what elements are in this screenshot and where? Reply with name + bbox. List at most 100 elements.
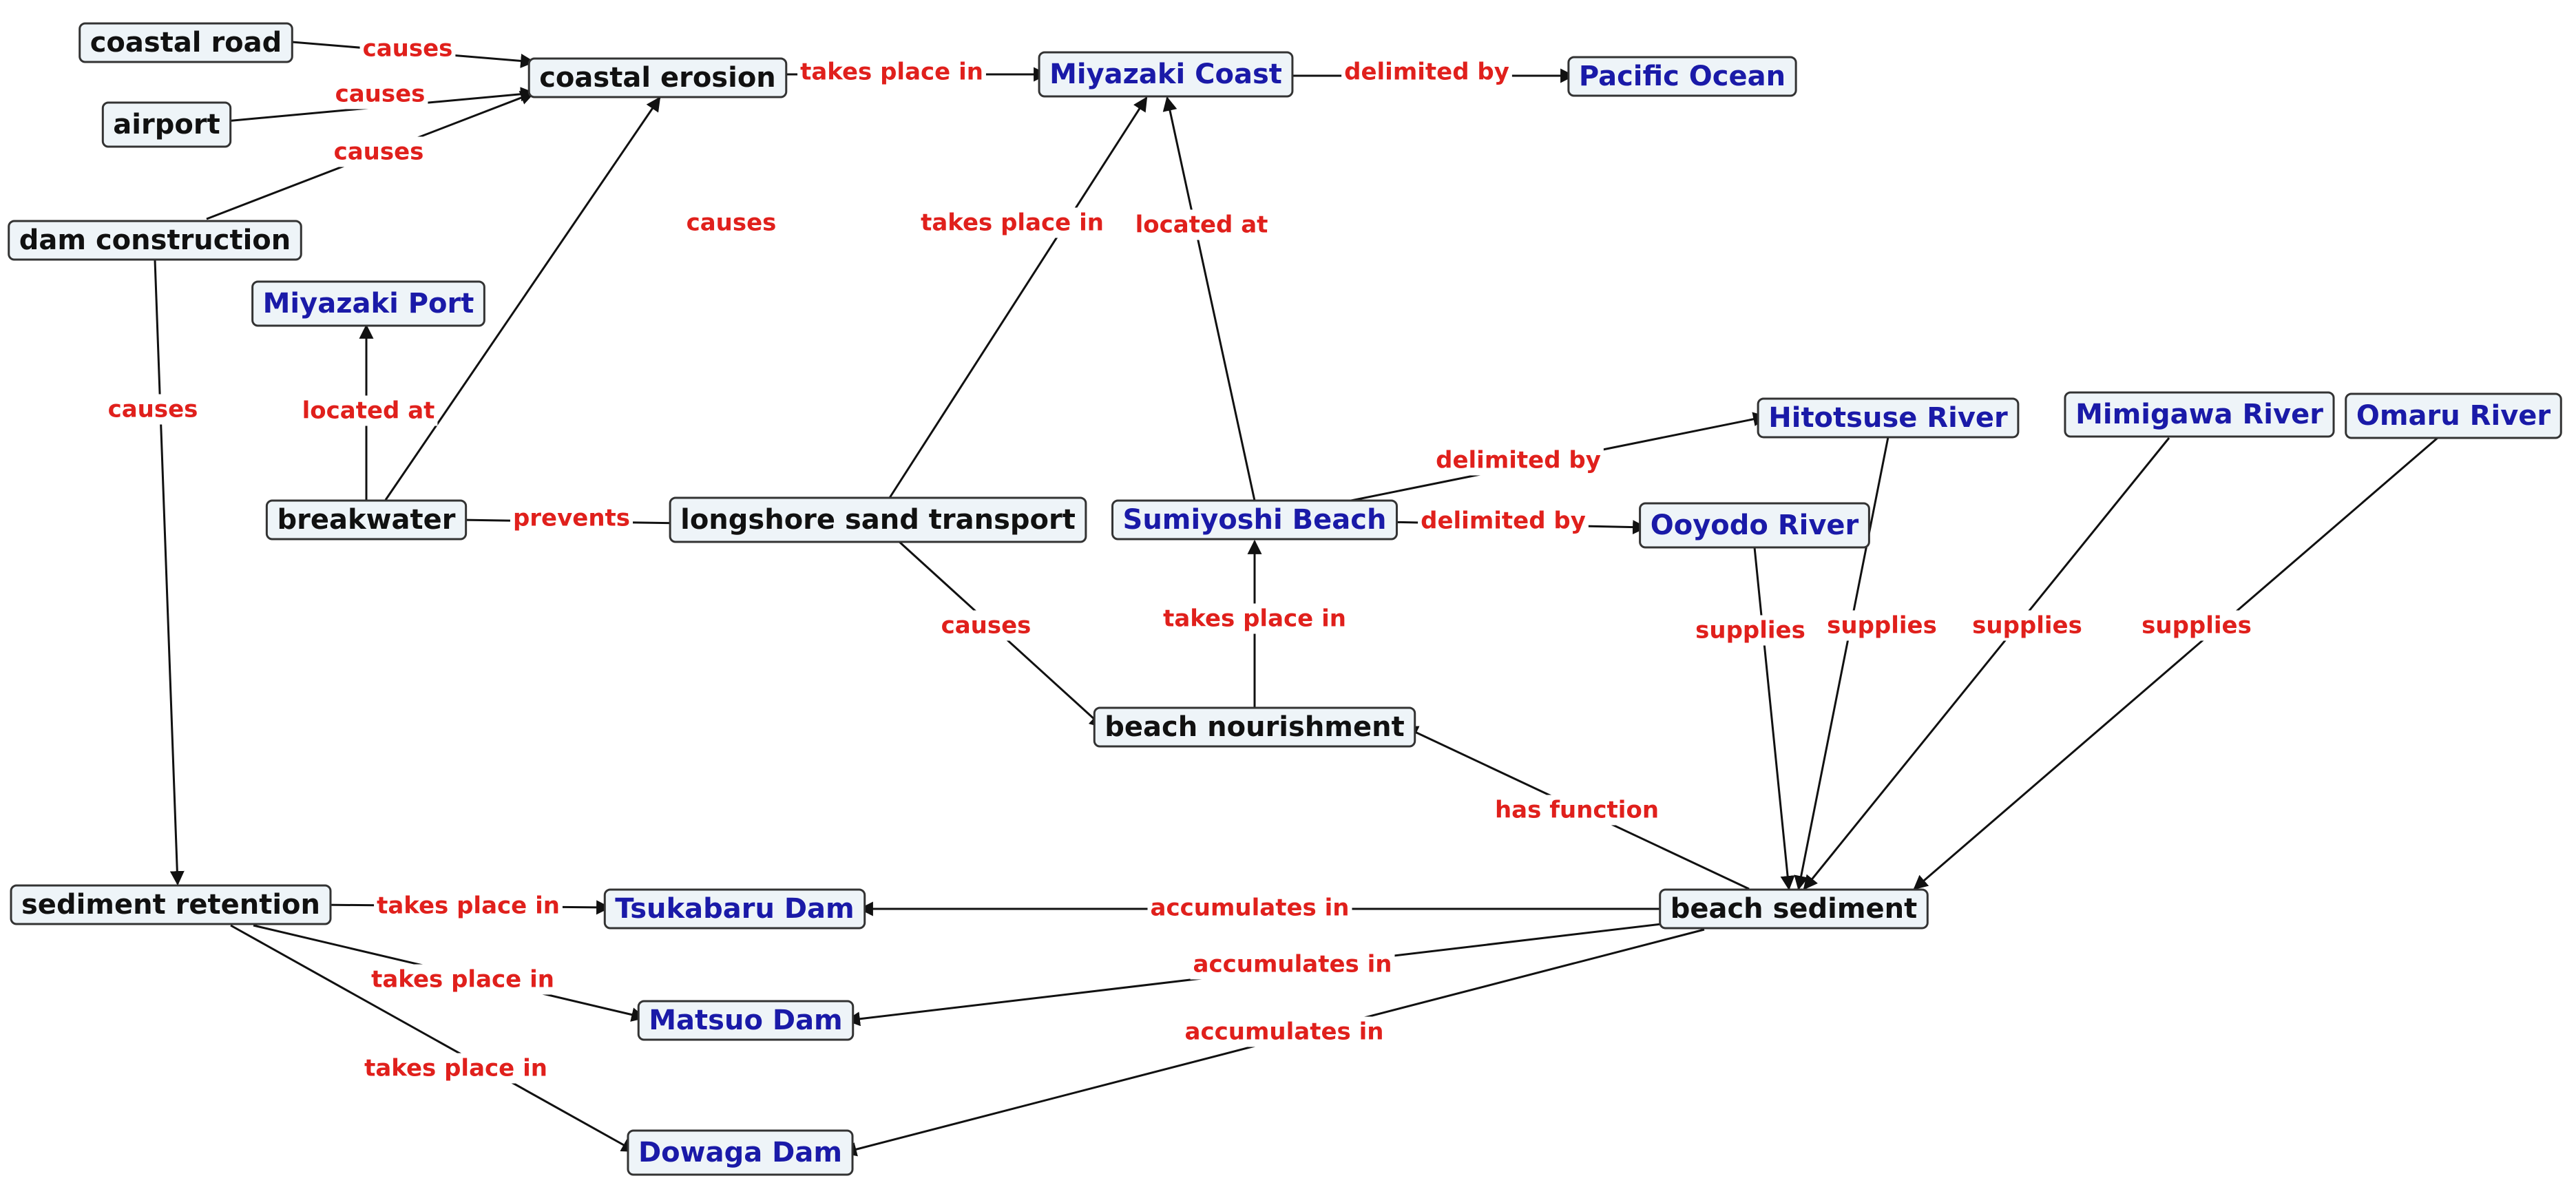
node-tsukabaru[interactable]: Tsukabaru Dam <box>603 888 866 930</box>
node-matsuo[interactable]: Matsuo Dam <box>637 1000 855 1041</box>
node-miyazaki-coast[interactable]: Miyazaki Coast <box>1038 51 1294 98</box>
node-longshore[interactable]: longshore sand transport <box>669 496 1087 543</box>
edge-label-background <box>359 33 456 64</box>
edge-label-background <box>1132 209 1271 240</box>
edge-label-e14: causes <box>941 612 1032 640</box>
edge-label-background <box>105 394 201 425</box>
edge-label-e16: supplies <box>1695 617 1805 644</box>
edge-label-background <box>1160 603 1349 634</box>
edge-omaru-to-beach-sediment <box>1913 437 2438 890</box>
node-sumiyoshi[interactable]: Sumiyoshi Beach <box>1111 499 1398 541</box>
edge-label-background <box>1693 615 1808 646</box>
edge-label-background <box>1190 949 1395 980</box>
node-pacific-ocean[interactable]: Pacific Ocean <box>1567 56 1797 97</box>
node-label: beach sediment <box>1671 893 1918 925</box>
node-coastal-erosion[interactable]: coastal erosion <box>527 57 788 98</box>
node-label: dam construction <box>19 224 291 256</box>
node-label: Tsukabaru Dam <box>615 893 854 925</box>
node-dowaga[interactable]: Dowaga Dam <box>627 1129 854 1176</box>
edge-label-background <box>938 610 1034 641</box>
edge-label-e19: supplies <box>2142 612 2252 640</box>
node-label: breakwater <box>277 504 455 536</box>
edge-label-background <box>2139 610 2254 641</box>
edge-label-background <box>374 890 563 921</box>
node-breakwater[interactable]: breakwater <box>265 499 468 541</box>
edge-label-e8: located at <box>1135 211 1268 239</box>
edge-label-background <box>918 207 1107 238</box>
node-sediment-retention[interactable]: sediment retention <box>10 884 332 925</box>
edge-label-e13: delimited by <box>1421 507 1586 535</box>
node-box <box>1038 51 1294 98</box>
node-label: coastal road <box>90 27 282 59</box>
node-label: Miyazaki Coast <box>1049 59 1282 90</box>
edge-label-background <box>1182 1016 1387 1047</box>
edge-label-e17: supplies <box>1827 612 1937 640</box>
node-miyazaki-port[interactable]: Miyazaki Port <box>251 280 485 327</box>
edge-hitotsuse-to-beach-sediment <box>1794 437 1889 891</box>
node-box <box>1757 397 2020 439</box>
node-ooyodo[interactable]: Ooyodo River <box>1639 502 1870 549</box>
edge-label-e4: takes place in <box>800 59 983 86</box>
edge-label-e5: delimited by <box>1344 59 1509 86</box>
edge-label-background <box>1433 445 1604 476</box>
node-box <box>2345 392 2562 439</box>
edge-label-e3: causes <box>334 138 424 166</box>
node-label: sediment retention <box>21 889 320 921</box>
edge-label-background <box>1491 795 1662 826</box>
node-label: coastal erosion <box>539 62 776 94</box>
edge-label-background <box>1418 505 1589 536</box>
edge-longshore-to-miyazaki-coast <box>887 96 1148 501</box>
edge-label-e1: causes <box>363 35 453 63</box>
edge-label-background <box>797 56 986 87</box>
node-label: Pacific Ocean <box>1579 61 1786 92</box>
node-label: Miyazaki Port <box>263 288 474 319</box>
node-label: Matsuo Dam <box>649 1005 842 1036</box>
edge-label-background <box>362 1053 550 1084</box>
node-box <box>8 220 302 261</box>
edge-sumiyoshi-to-miyazaki-coast <box>1162 96 1256 501</box>
edge-label-background <box>1341 56 1512 87</box>
node-label: Hitotsuse River <box>1768 402 2008 434</box>
node-box <box>265 499 468 541</box>
node-label: Dowaga Dam <box>638 1137 842 1168</box>
node-dam-construction[interactable]: dam construction <box>8 220 302 261</box>
node-box <box>1567 56 1797 97</box>
node-beach-sediment[interactable]: beach sediment <box>1659 888 1929 930</box>
node-mimigawa[interactable]: Mimigawa River <box>2064 391 2335 438</box>
edge-label-e25: takes place in <box>364 1055 547 1082</box>
edge-label-background <box>683 207 779 238</box>
edge-label-background <box>299 395 438 426</box>
node-coastal-road[interactable]: coastal road <box>78 22 293 63</box>
edge-label-e22: accumulates in <box>1151 894 1350 922</box>
node-airport[interactable]: airport <box>101 101 232 148</box>
edge-label-e20: has function <box>1495 797 1659 824</box>
node-box <box>527 57 788 98</box>
node-box <box>627 1129 854 1176</box>
edge-label-background <box>1969 610 2085 641</box>
node-label: Ooyodo River <box>1651 510 1859 541</box>
edge-dam-construction-to-sediment-retention <box>154 260 185 886</box>
node-label: airport <box>113 109 220 140</box>
node-label: Mimigawa River <box>2075 399 2323 430</box>
edge-label-e18: supplies <box>1972 612 2082 640</box>
node-box <box>1111 499 1398 541</box>
edge-label-e9: causes <box>108 396 198 423</box>
edge-label-e15: takes place in <box>1163 605 1346 633</box>
node-box <box>603 888 866 930</box>
node-box <box>637 1000 855 1041</box>
node-box <box>10 884 332 925</box>
node-box <box>2064 391 2335 438</box>
edge-label-e21: takes place in <box>377 892 560 920</box>
node-hitotsuse[interactable]: Hitotsuse River <box>1757 397 2020 439</box>
edge-ooyodo-to-beach-sediment <box>1753 547 1795 891</box>
edge-label-background <box>1147 892 1352 923</box>
edge-label-e2: causes <box>335 81 426 108</box>
node-omaru[interactable]: Omaru River <box>2345 392 2562 439</box>
node-box <box>78 22 293 63</box>
node-beach-nourishment[interactable]: beach nourishment <box>1093 706 1416 748</box>
edge-mimigawa-to-beach-sediment <box>1803 437 2170 890</box>
edge-label-e10: located at <box>302 397 435 425</box>
edge-label-background <box>510 503 633 534</box>
node-label: longshore sand transport <box>680 504 1076 536</box>
